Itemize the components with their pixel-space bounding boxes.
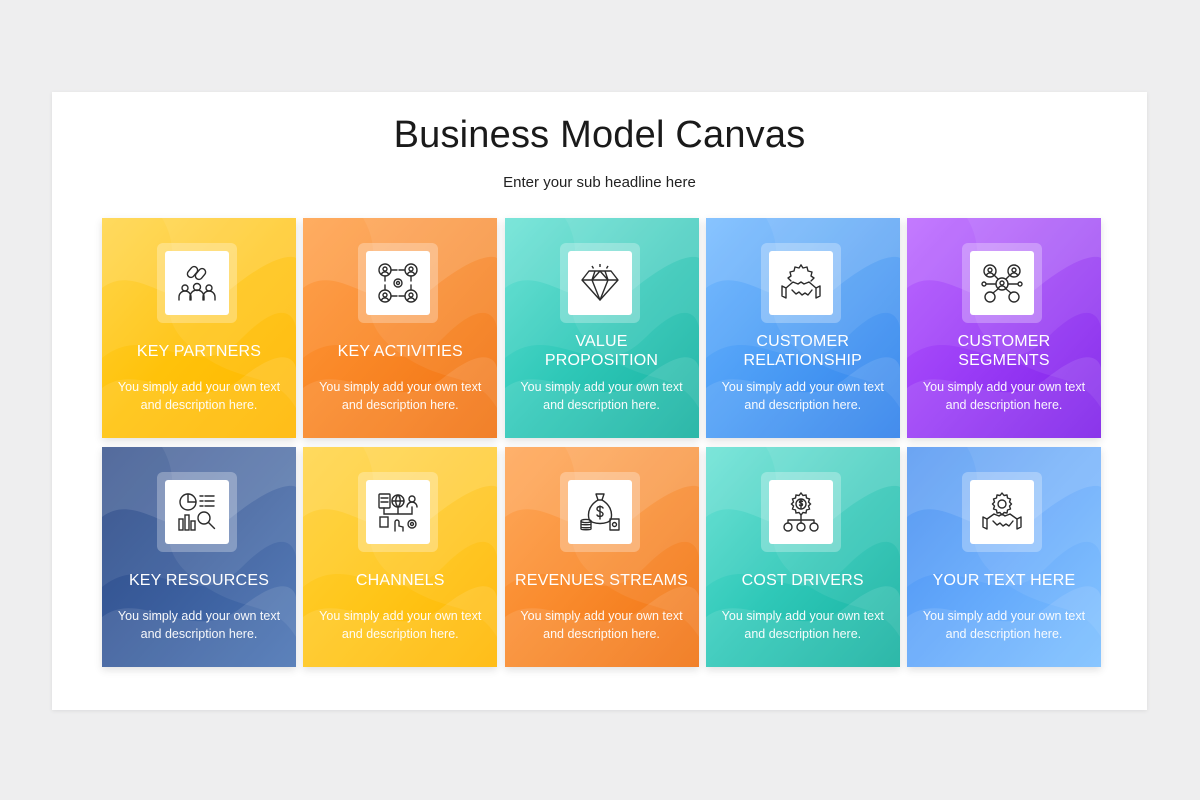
card-key-resources[interactable]: KEY RESOURCES You simply add your own te… [102,447,296,667]
icon-box [567,480,632,544]
card-channels[interactable]: CHANNELS You simply add your own text an… [303,447,498,667]
icon-box [970,480,1034,544]
icon-box [366,480,431,544]
card-background [705,447,900,667]
icon-box [768,251,833,315]
icon-box [366,251,431,315]
customer-network-icon [981,264,1023,303]
card-description: You simply add your own text and descrip… [117,380,281,412]
card-title-line: PROPOSITION [544,352,659,369]
card-title: COST DRIVERS [741,572,864,589]
cost-gear-dollar-icon [783,491,819,532]
card-wave [504,586,699,667]
card-description: You simply add your own text and descrip… [721,609,884,641]
card-title-line: CUSTOMER [957,333,1051,350]
card-customer-relationship[interactable]: CUSTOMER RELATIONSHIP You simply add your… [705,218,900,438]
card-wave [907,357,1101,438]
card-wave [303,586,498,667]
card-title: KEY PARTNERS [136,343,262,360]
card-title: KEY RESOURCES [128,572,270,589]
card-title: VALUE PROPOSITION [511,332,693,370]
card-revenues-streams[interactable]: REVENUES STREAMS You simply add your own… [504,447,699,667]
card-customer-segments[interactable]: CUSTOMER SEGMENTS You simply add your own… [907,218,1101,438]
card-wave [705,586,900,667]
slide: Business Model Canvas Enter your sub hea… [52,92,1147,710]
icon-box [165,251,229,315]
card-title-line: CUSTOMER [756,333,850,350]
card-description: You simply add your own text and descrip… [922,380,1086,412]
card-cost-drivers[interactable]: COST DRIVERS You simply add your own tex… [705,447,900,667]
card-wave [102,586,296,667]
card-wave [907,586,1101,667]
canvas-grid: KEY PARTNERS You simply add your own tex… [102,218,1101,667]
card-title-line: SEGMENTS [958,352,1050,369]
card-wave [504,357,699,438]
card-description: You simply add your own text and descrip… [922,609,1086,641]
card-value-proposition[interactable]: VALUE PROPOSITION You simply add your own… [504,218,699,438]
channels-globe-icon [378,493,418,532]
team-network-gear-icon [378,263,418,303]
card-title: CUSTOMER RELATIONSHIP [712,332,894,370]
partnership-chain-people-icon [178,265,216,301]
card-your-text-here[interactable]: YOUR TEXT HERE You simply add your own t… [907,447,1101,667]
diamond-icon [580,264,619,301]
card-title: CUSTOMER SEGMENTS [913,332,1095,370]
card-description: You simply add your own text and descrip… [721,380,884,412]
page-subtitle: Enter your sub headline here [503,174,696,191]
card-title: KEY ACTIVITIES [337,343,463,360]
handshake-gear-icon [781,264,821,299]
card-title: YOUR TEXT HERE [932,572,1076,589]
card-key-partners[interactable]: KEY PARTNERS You simply add your own tex… [102,218,296,438]
card-background [102,447,296,667]
page-title: Business Model Canvas [393,114,806,156]
money-bag-icon [579,493,620,531]
icon-box [970,251,1034,315]
icon-box [165,480,229,544]
analytics-chart-search-icon [178,493,216,531]
card-title-line: VALUE [575,333,628,350]
card-description: You simply add your own text and descrip… [117,609,281,641]
card-wave [102,357,296,438]
card-key-activities[interactable]: KEY ACTIVITIES You simply add your own t… [303,218,498,438]
card-title: CHANNELS [355,572,445,589]
card-description: You simply add your own text and descrip… [319,609,482,641]
card-title-line: RELATIONSHIP [743,352,863,369]
card-title: REVENUES STREAMS [514,572,688,589]
card-description: You simply add your own text and descrip… [520,609,683,641]
card-background [907,447,1101,667]
icon-box [567,251,632,315]
card-wave [303,357,498,438]
card-description: You simply add your own text and descrip… [319,380,482,412]
card-description: You simply add your own text and descrip… [520,380,683,412]
card-wave [705,357,900,438]
icon-box [768,480,833,544]
handshake-gear-icon-2 [982,492,1022,530]
